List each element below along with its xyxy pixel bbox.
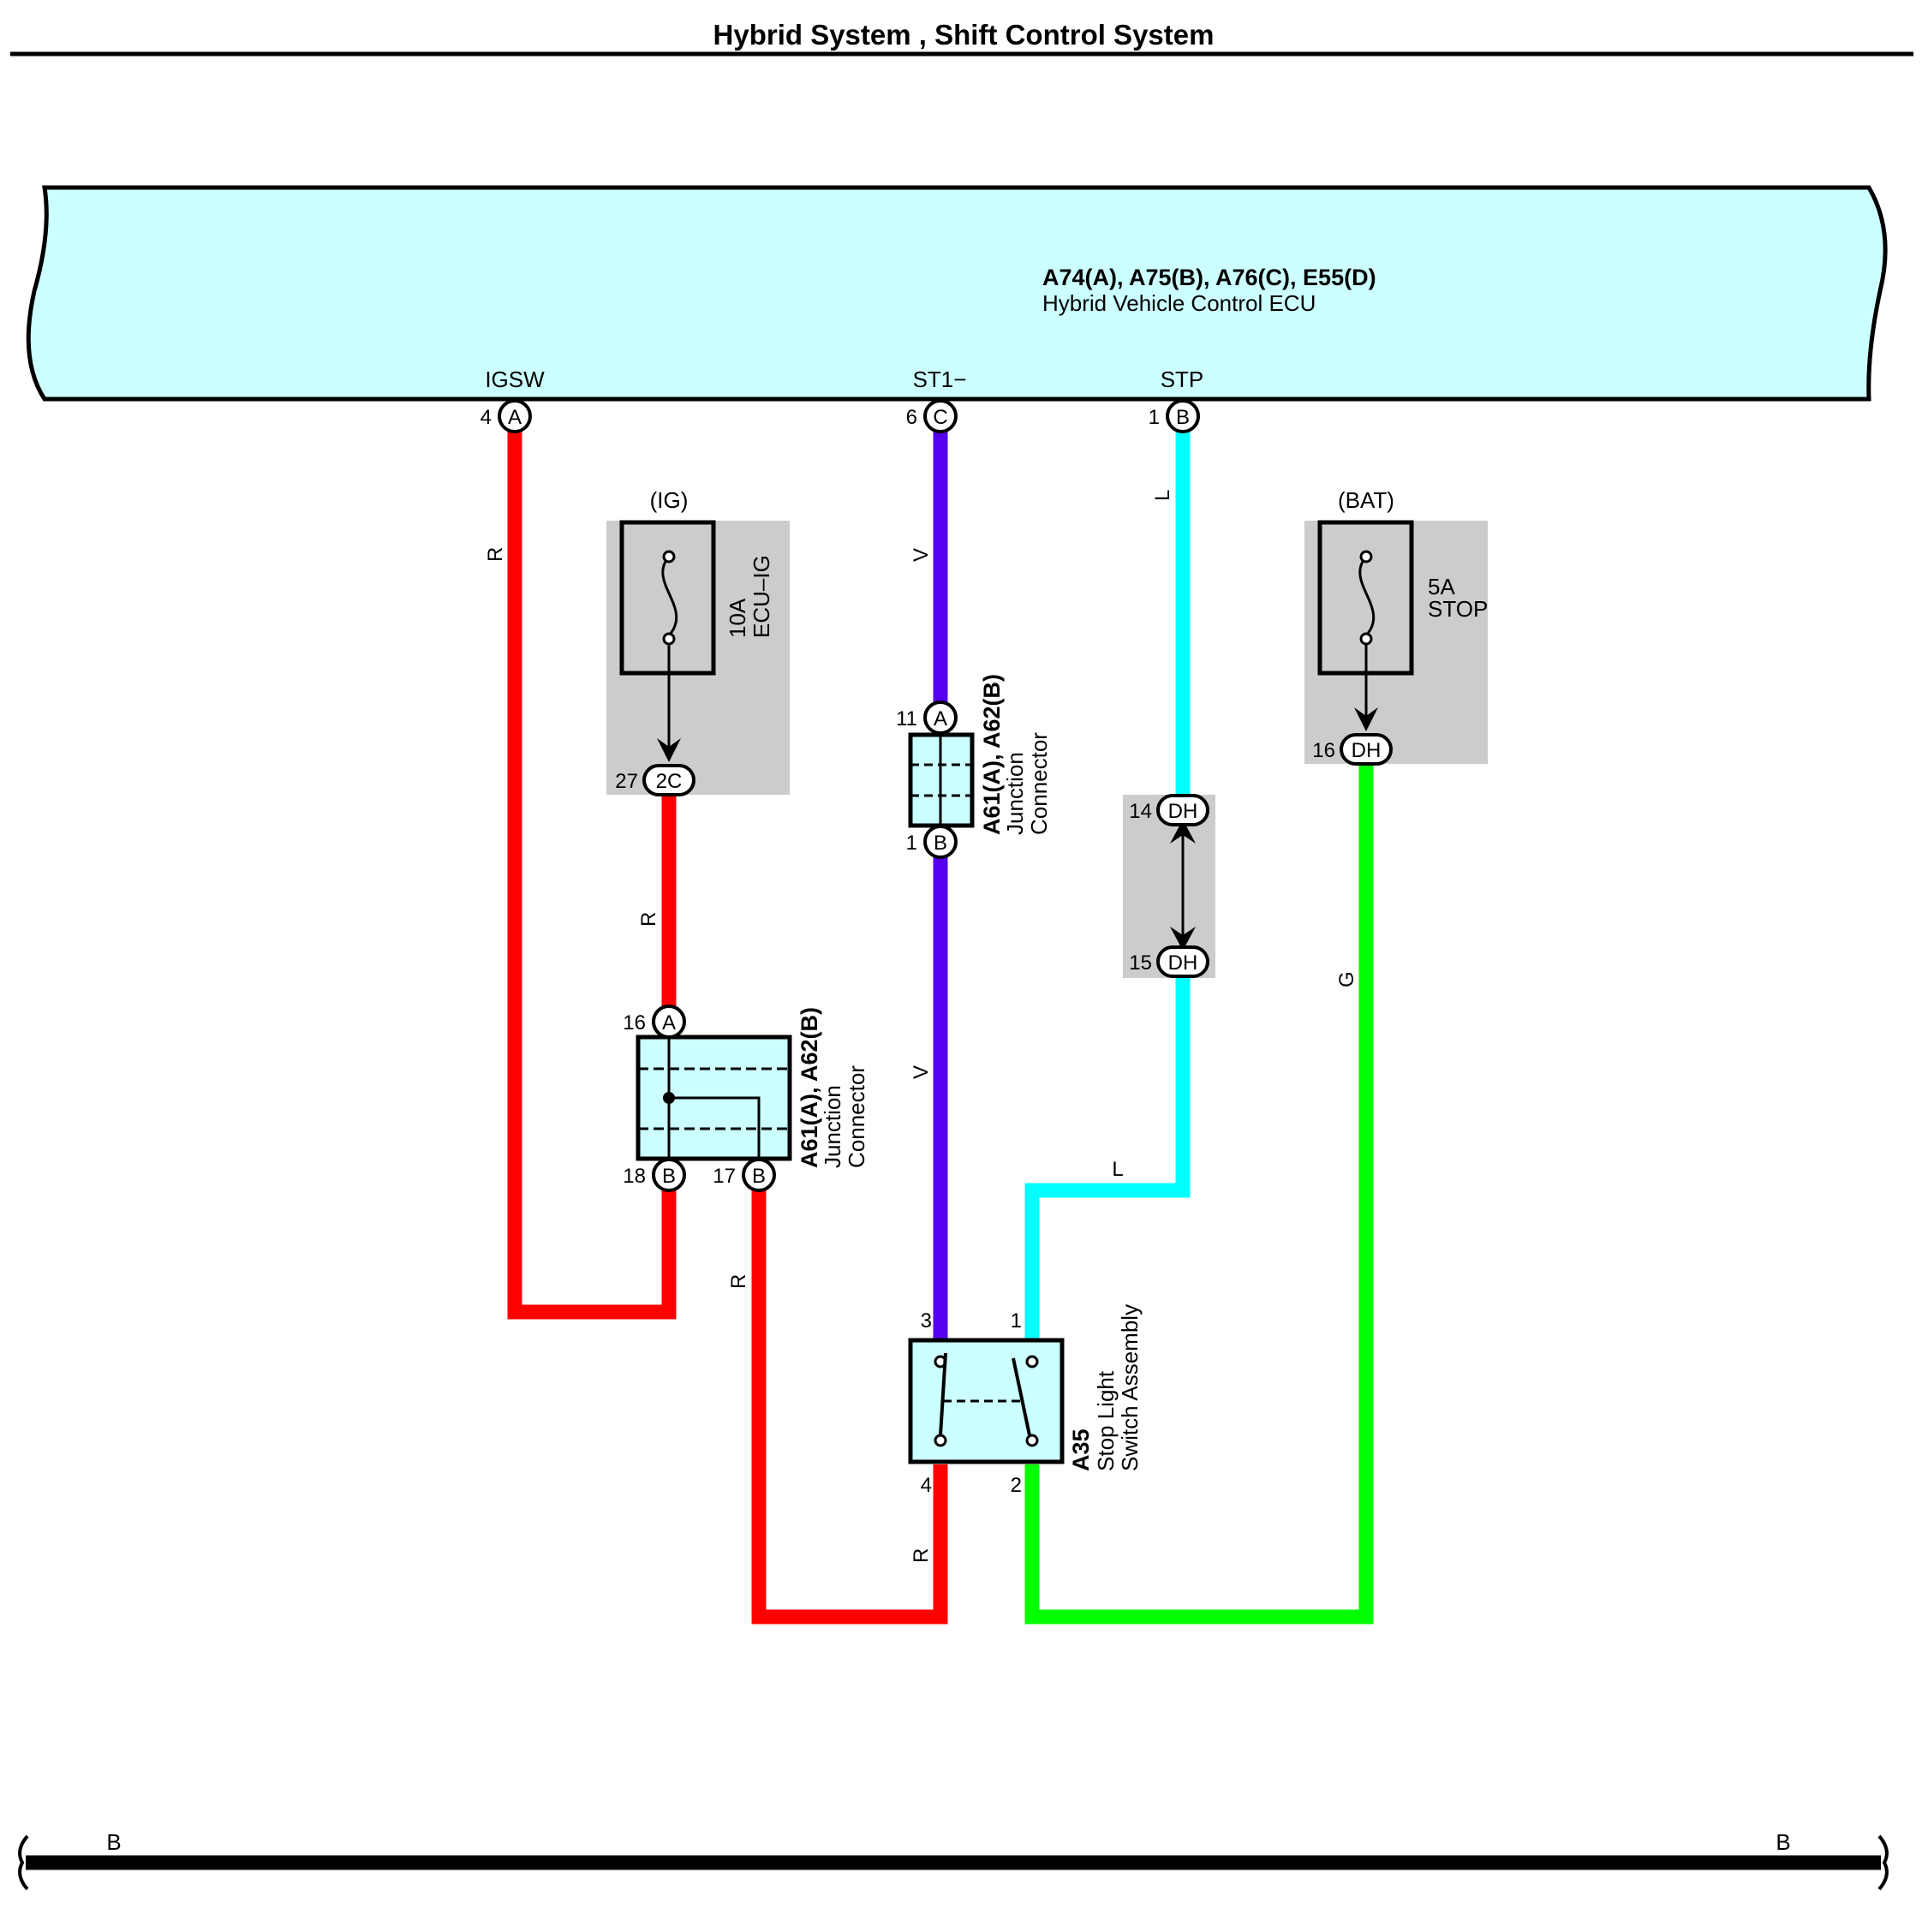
ground-label-left: B <box>106 1829 121 1855</box>
pin-jc-upper-top: A 11 <box>896 701 958 735</box>
pin-jc-lower-br-number: 17 <box>713 1165 736 1188</box>
pin-jc-lower-top-conn: A <box>662 1011 676 1035</box>
jc-upper <box>908 732 975 828</box>
ecu-terminal-st1: ST1− <box>913 367 967 392</box>
wire-label-g: G <box>1335 971 1358 987</box>
pin-igsw-conn: A <box>508 406 522 429</box>
fuse-ig-node-bottom <box>662 632 676 646</box>
fuse-bat-node-bottom <box>1359 632 1373 646</box>
pin-stp-number: 1 <box>1149 406 1160 429</box>
fuse-bat-box <box>1304 521 1488 764</box>
ecu-terminal-igsw: IGSW <box>485 367 545 392</box>
wire-label-r3: R <box>727 1274 750 1289</box>
pin-junction-dh-bottom: DH 15 <box>1129 945 1209 978</box>
pin-jc-lower-bl-conn: B <box>662 1165 676 1188</box>
switch-pin-4: 4 <box>921 1474 932 1497</box>
switch-line2: Switch Assembly <box>1117 1304 1143 1471</box>
pin-jc-upper-bottom: B 1 <box>906 825 958 859</box>
ecu-code: A74(A), A75(B), A76(C), E55(D) <box>1042 265 1376 290</box>
jc-upper-line1: Junction <box>1002 752 1028 835</box>
fuse-ig-box <box>606 521 790 795</box>
pin-st1-number: 6 <box>906 406 917 429</box>
fuse-ig-name: ECU–IG <box>749 555 774 638</box>
pin-fuse-bat-conn: DH <box>1352 739 1382 762</box>
pin-stp-conn: B <box>1176 406 1190 429</box>
switch-pin-3: 3 <box>921 1309 932 1333</box>
wire-label-v2: V <box>910 1065 933 1079</box>
jc-upper-code: A61(A), A62(B) <box>979 674 1005 835</box>
jc-lower-code: A61(A), A62(B) <box>797 1007 822 1168</box>
fuse-ig-arrow <box>657 738 681 762</box>
pin-jc-upper-bottom-conn: B <box>934 832 947 855</box>
junction-dh-arrow-down <box>1170 927 1196 951</box>
switch-code: A35 <box>1068 1428 1094 1471</box>
jc-lower-line2: Connector <box>844 1065 869 1168</box>
pin-jc-lower-top-number: 16 <box>623 1011 646 1035</box>
ground-bus-right-brace <box>1877 1834 1889 1891</box>
jc-lower-line1: Junction <box>820 1085 845 1168</box>
fuse-bat-source: (BAT) <box>1338 487 1394 513</box>
fuse-bat-name: STOP <box>1428 596 1488 622</box>
wire-label-r2: R <box>637 912 660 927</box>
page-title: Hybrid System , Shift Control System <box>713 19 1215 51</box>
pin-jc-upper-bottom-number: 1 <box>906 832 917 855</box>
switch-pin-2: 2 <box>1011 1474 1022 1497</box>
ecu-terminal-stp: STP <box>1161 367 1204 392</box>
pin-stp: B 1 <box>1149 399 1200 433</box>
pin-jc-lower-top: A 16 <box>623 1005 686 1039</box>
fuse-ig-rating: 10A <box>725 598 750 638</box>
fuse-ig-element <box>661 556 678 637</box>
pin-jc-upper-top-conn: A <box>934 707 947 730</box>
pin-fuse-ig-number: 27 <box>615 770 638 793</box>
pin-fuse-bat: DH 16 <box>1312 733 1393 766</box>
wire-label-l1: L <box>1151 490 1174 501</box>
wire-blue-lower <box>1024 978 1191 1339</box>
wire-label-v1: V <box>910 548 933 562</box>
switch-line1: Stop Light <box>1093 1370 1119 1471</box>
pin-junction-dh-top: DH 14 <box>1129 794 1209 826</box>
pin-igsw-number: 4 <box>480 406 492 429</box>
pin-jc-lower-bl: B 18 <box>623 1158 686 1192</box>
fuse-bat-node-top <box>1359 550 1373 564</box>
jc-lower <box>636 1035 792 1161</box>
pin-junction-dh-bottom-conn: DH <box>1168 951 1198 975</box>
wire-red-igsw <box>507 428 677 1320</box>
pin-jc-upper-top-number: 11 <box>896 707 917 730</box>
junction-dh-arrow-up <box>1170 820 1196 844</box>
fuse-bat-arrow <box>1354 707 1378 731</box>
pin-jc-lower-bl-number: 18 <box>623 1165 646 1188</box>
switch-pin-1: 1 <box>1011 1309 1022 1333</box>
wire-red-switch <box>751 1189 948 1625</box>
wire-green <box>1024 764 1374 1625</box>
fuse-ig-source: (IG) <box>650 487 689 513</box>
pin-igsw: A 4 <box>480 399 532 433</box>
pin-jc-lower-br: B 17 <box>713 1158 776 1192</box>
pin-st1: C 6 <box>906 399 958 433</box>
pin-fuse-ig: 2C 27 <box>615 764 695 796</box>
pin-junction-dh-top-conn: DH <box>1168 800 1198 823</box>
pin-junction-dh-bottom-number: 15 <box>1129 951 1152 975</box>
jc-upper-line2: Connector <box>1026 732 1052 835</box>
wire-label-r1: R <box>484 547 507 562</box>
wire-label-l2: L <box>1112 1158 1123 1181</box>
fuse-bat-rating: 5A <box>1428 574 1455 599</box>
stop-switch <box>908 1338 1065 1464</box>
pin-fuse-ig-conn: 2C <box>656 770 683 793</box>
fuse-ig-node-top <box>662 550 676 564</box>
pin-fuse-bat-number: 16 <box>1312 739 1335 762</box>
ecu-name: Hybrid Vehicle Control ECU <box>1042 290 1316 316</box>
ground-bus-left-brace <box>18 1834 29 1891</box>
wire-label-r4: R <box>910 1548 933 1563</box>
pin-junction-dh-top-number: 14 <box>1129 800 1152 823</box>
ground-label-right: B <box>1776 1829 1790 1855</box>
ecu-body <box>26 185 1888 402</box>
fuse-bat-element <box>1358 556 1376 637</box>
pin-st1-conn: C <box>933 406 947 429</box>
pin-jc-lower-br-conn: B <box>752 1165 766 1188</box>
